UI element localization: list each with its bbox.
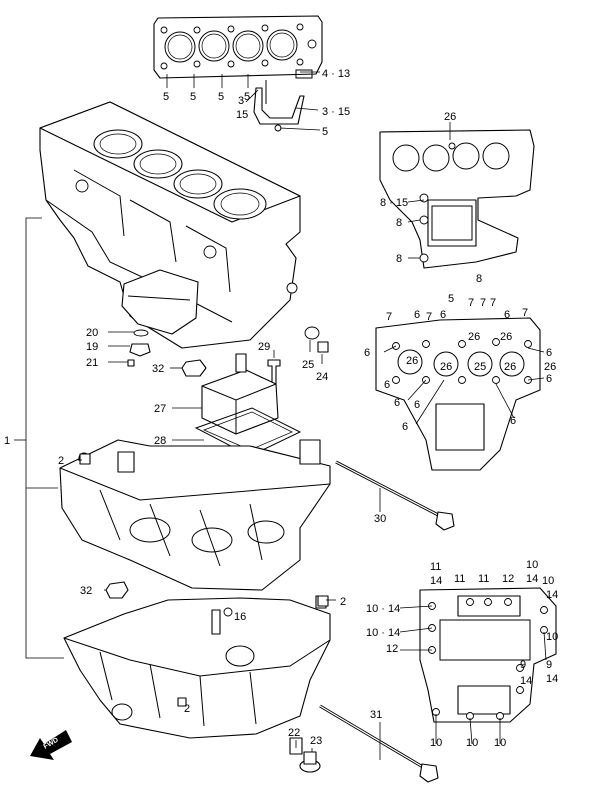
callout-29: 29 xyxy=(258,341,270,353)
callout-20: 20 xyxy=(86,327,98,339)
small-parts-right xyxy=(267,326,329,385)
callout-24: 24 xyxy=(316,371,328,383)
callout-10-14: 10 · 14 xyxy=(366,603,400,615)
callout-10: 10 xyxy=(494,737,506,749)
upper-crankcase-topview xyxy=(379,129,535,269)
callout-10: 10 xyxy=(542,575,554,587)
callout-6: 6 xyxy=(414,399,420,411)
head-gasket xyxy=(153,15,323,79)
drain-plug-23 xyxy=(299,751,321,773)
callout-2: 2 xyxy=(58,455,64,467)
callout-6: 6 xyxy=(402,421,408,433)
callout-26: 26 xyxy=(444,111,456,123)
callout-7: 7 xyxy=(480,297,486,309)
callout-8: 8 xyxy=(396,253,402,265)
callout-7: 7 xyxy=(468,297,474,309)
callout-22: 22 xyxy=(288,727,300,739)
callout-6: 6 xyxy=(504,309,510,321)
callout-9: 9 xyxy=(546,659,552,671)
callout-11: 11 xyxy=(478,573,489,585)
callout-10: 10 xyxy=(466,737,478,749)
callout-31: 31 xyxy=(370,709,382,721)
callout-26: 26 xyxy=(440,361,452,373)
callout-7: 7 xyxy=(426,311,432,323)
callout-10-14: 10 · 14 xyxy=(366,627,400,639)
callout-26: 26 xyxy=(406,355,418,367)
stud-bracket xyxy=(253,80,305,132)
callout-6: 6 xyxy=(546,347,552,359)
callout-8: 8 xyxy=(476,273,482,285)
callout-14: 14 xyxy=(546,673,558,685)
callout-14: 14 xyxy=(520,675,532,687)
callout-6: 6 xyxy=(364,347,370,359)
callout-7: 7 xyxy=(386,311,392,323)
callout-19: 19 xyxy=(86,341,98,353)
callout-28: 28 xyxy=(154,435,166,447)
callout-2: 2 xyxy=(184,703,190,715)
callout-3: 3 xyxy=(238,95,244,107)
callout-15: 15 xyxy=(236,109,248,121)
callout-5: 5 xyxy=(448,293,454,305)
callout-7: 7 xyxy=(522,307,528,319)
fwd-arrow-icon: FWD xyxy=(30,730,72,760)
callout-26: 26 xyxy=(468,331,480,343)
callout-32: 32 xyxy=(152,363,164,375)
callout-3-15: 3 · 15 xyxy=(322,106,350,118)
callout-32: 32 xyxy=(80,585,92,597)
nut-32-upper xyxy=(181,359,207,377)
callout-14: 14 xyxy=(546,589,558,601)
callout-21: 21 xyxy=(86,357,98,369)
leader-lines xyxy=(14,71,547,760)
callout-26: 26 xyxy=(500,331,512,343)
callout-26: 26 xyxy=(504,361,516,373)
small-parts-left xyxy=(127,329,151,367)
callout-14: 14 xyxy=(430,575,442,587)
middle-crankcase xyxy=(59,439,331,591)
callout-2: 2 xyxy=(340,596,346,608)
callout-23: 23 xyxy=(310,735,322,747)
callout-5: 5 xyxy=(163,91,169,103)
callout-1: 1 xyxy=(4,435,10,447)
callout-8: 8 xyxy=(396,217,402,229)
callout-4-13: 4 · 13 xyxy=(322,68,350,80)
callout-11: 11 xyxy=(454,573,465,585)
callout-30: 30 xyxy=(374,513,386,525)
lower-crankcase-topview xyxy=(419,587,557,723)
long-bolt-31 xyxy=(319,704,439,783)
callout-6: 6 xyxy=(546,373,552,385)
callout-12: 12 xyxy=(502,573,514,585)
callout-6: 6 xyxy=(384,379,390,391)
callout-5: 5 xyxy=(218,91,224,103)
dowels-2 xyxy=(79,453,329,707)
callout-5: 5 xyxy=(190,91,196,103)
callout-labels: 1 2 2 2 3 3 · 15 4 · 13 5 5 5 5 5 5 6 6 … xyxy=(4,68,558,749)
callout-25: 25 xyxy=(474,361,486,373)
callout-14: 14 xyxy=(526,573,538,585)
callout-6: 6 xyxy=(394,397,400,409)
callout-9: 9 xyxy=(520,659,526,671)
middle-crankcase-topview xyxy=(375,317,541,471)
callout-10: 10 xyxy=(526,559,538,571)
callout-6: 6 xyxy=(510,415,516,427)
callout-8-15: 8 · 15 xyxy=(380,197,408,209)
callout-27: 27 xyxy=(154,403,166,415)
callout-5: 5 xyxy=(322,126,328,138)
callout-6: 6 xyxy=(414,309,420,321)
callout-6: 6 xyxy=(440,309,446,321)
long-bolt-30 xyxy=(335,460,455,531)
breather-cover-27 xyxy=(201,353,279,435)
callout-12: 12 xyxy=(386,643,398,655)
callout-16: 16 xyxy=(234,611,246,623)
nut-32-lower xyxy=(105,581,129,599)
callout-10: 10 xyxy=(546,631,558,643)
callout-26: 26 xyxy=(544,361,556,373)
callout-10: 10 xyxy=(430,737,442,749)
callout-7: 7 xyxy=(490,297,496,309)
upper-crankcase xyxy=(39,101,301,349)
callout-5: 5 xyxy=(244,91,250,103)
callout-11: 11 xyxy=(430,561,441,573)
callout-25: 25 xyxy=(302,359,314,371)
